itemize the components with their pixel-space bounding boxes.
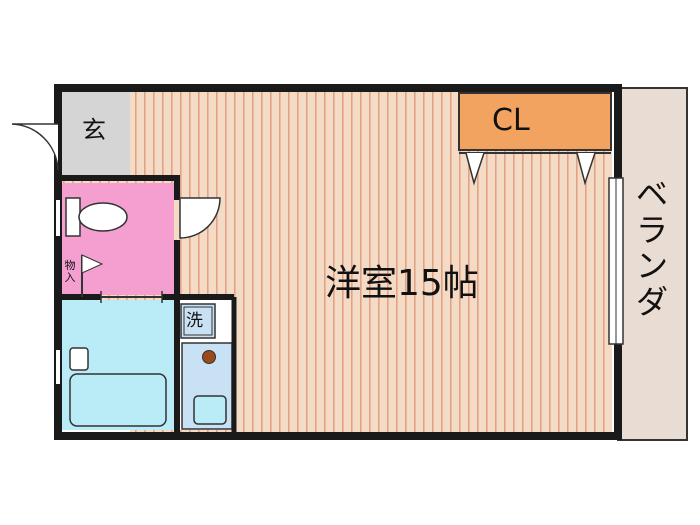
genkan-label: 玄 — [82, 116, 106, 144]
storage — [62, 255, 82, 295]
veranda — [617, 87, 688, 441]
closet — [458, 92, 612, 151]
washer-spot — [180, 303, 216, 339]
western-room-label: 洋室15帖 — [325, 263, 479, 304]
washer-label: 洗 — [186, 311, 203, 331]
stove-burner — [202, 350, 216, 364]
genkan-floor — [62, 92, 130, 178]
closet-label: CL — [492, 103, 530, 138]
sink-basin — [193, 395, 227, 425]
entry-door-swing — [11, 123, 59, 171]
storage-label: 物入 — [64, 259, 76, 284]
veranda-label: ベランダ — [635, 175, 668, 321]
toilet-bowl — [78, 202, 128, 232]
bathtub — [69, 373, 167, 427]
